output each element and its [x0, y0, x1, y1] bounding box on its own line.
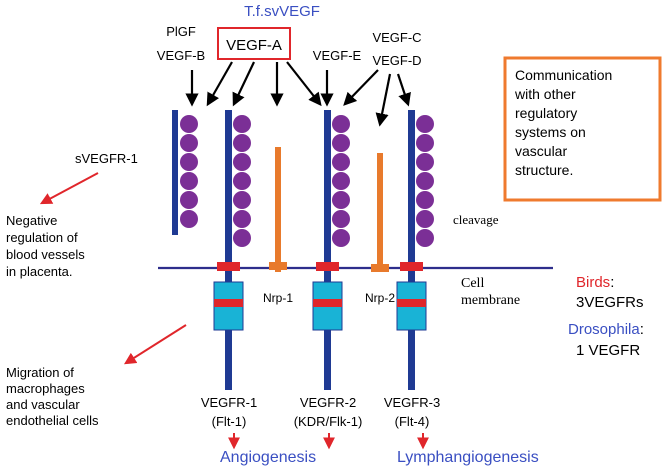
vegfr3-name: VEGFR-3 — [384, 395, 440, 410]
mig-line-3: and vascular — [6, 397, 80, 412]
vegf-e-label: VEGF-E — [313, 48, 362, 63]
nrp2-label: Nrp-2 — [365, 291, 395, 305]
communication-box — [503, 56, 662, 202]
vegf-a-label: VEGF-A — [226, 37, 282, 54]
birds-label: Birds — [576, 274, 610, 291]
vegf-d-label: VEGF-D — [372, 53, 421, 68]
svegfr1-label: sVEGFR-1 — [75, 151, 138, 166]
comm-line-3: regulatory — [515, 105, 577, 121]
vegfr2-receptor — [312, 110, 350, 390]
angiogenesis-label: Angiogenesis — [220, 449, 316, 466]
drosophila-label: Drosophila — [568, 321, 640, 338]
mig-line-2: macrophages — [6, 381, 85, 396]
outcome-arrows — [228, 433, 429, 450]
negative-regulation-arrow — [39, 172, 99, 205]
pigf-label: PlGF — [166, 24, 196, 39]
cleavage-label: cleavage — [453, 212, 499, 227]
cell-label: Cell — [461, 276, 484, 291]
mig-line-1: Migration of — [6, 365, 74, 380]
vegfr3-alias: (Flt-4) — [395, 414, 430, 429]
birds-line: Birds: — [576, 274, 614, 291]
vegf-b-label: VEGF-B — [157, 48, 205, 63]
comm-line-5: vascular — [515, 143, 567, 159]
migration-arrow — [123, 324, 187, 365]
vegfr2-name: VEGFR-2 — [300, 395, 356, 410]
vegfr3-receptor — [396, 110, 434, 390]
nrp1-coreceptor — [269, 147, 287, 272]
neg-line-1: Negative — [6, 213, 57, 228]
comm-line-1: Communication — [515, 67, 612, 83]
neg-line-2: regulation of — [6, 230, 78, 245]
tf-svvegf-label: T.f.svVEGF — [244, 3, 320, 20]
drosophila-colon: : — [640, 321, 644, 338]
vegfr1-name: VEGFR-1 — [201, 395, 257, 410]
neg-line-4: in placenta. — [6, 264, 73, 279]
comm-line-4: systems on — [515, 124, 586, 140]
neg-line-3: blood vessels — [6, 247, 85, 262]
negative-regulation-text: Negative regulation of blood vessels in … — [6, 213, 88, 279]
comm-line-2: with other — [514, 86, 576, 102]
birds-colon: : — [610, 274, 614, 291]
drosophila-line: Drosophila: — [568, 321, 644, 338]
nrp1-label: Nrp-1 — [263, 291, 293, 305]
drosophila-count: 1 VEGFR — [576, 342, 640, 359]
comm-line-6: structure. — [515, 162, 573, 178]
mig-line-4: endothelial cells — [6, 413, 99, 428]
svegfr1-receptor — [172, 110, 198, 235]
communication-text: Communication with other regulatory syst… — [514, 67, 616, 178]
vegfr1-alias: (Flt-1) — [212, 414, 247, 429]
lymphangiogenesis-label: Lymphangiogenesis — [397, 449, 539, 466]
nrp2-coreceptor — [371, 153, 389, 272]
ligand-arrows — [185, 61, 411, 127]
birds-count: 3VEGFRs — [576, 294, 644, 311]
vegfr2-alias: (KDR/Flk-1) — [294, 414, 363, 429]
membrane-label: membrane — [461, 293, 520, 308]
vegf-a-box — [217, 27, 291, 60]
migration-text: Migration of macrophages and vascular en… — [6, 365, 99, 428]
vegf-c-label: VEGF-C — [372, 30, 421, 45]
vegfr1-receptor — [213, 110, 251, 390]
